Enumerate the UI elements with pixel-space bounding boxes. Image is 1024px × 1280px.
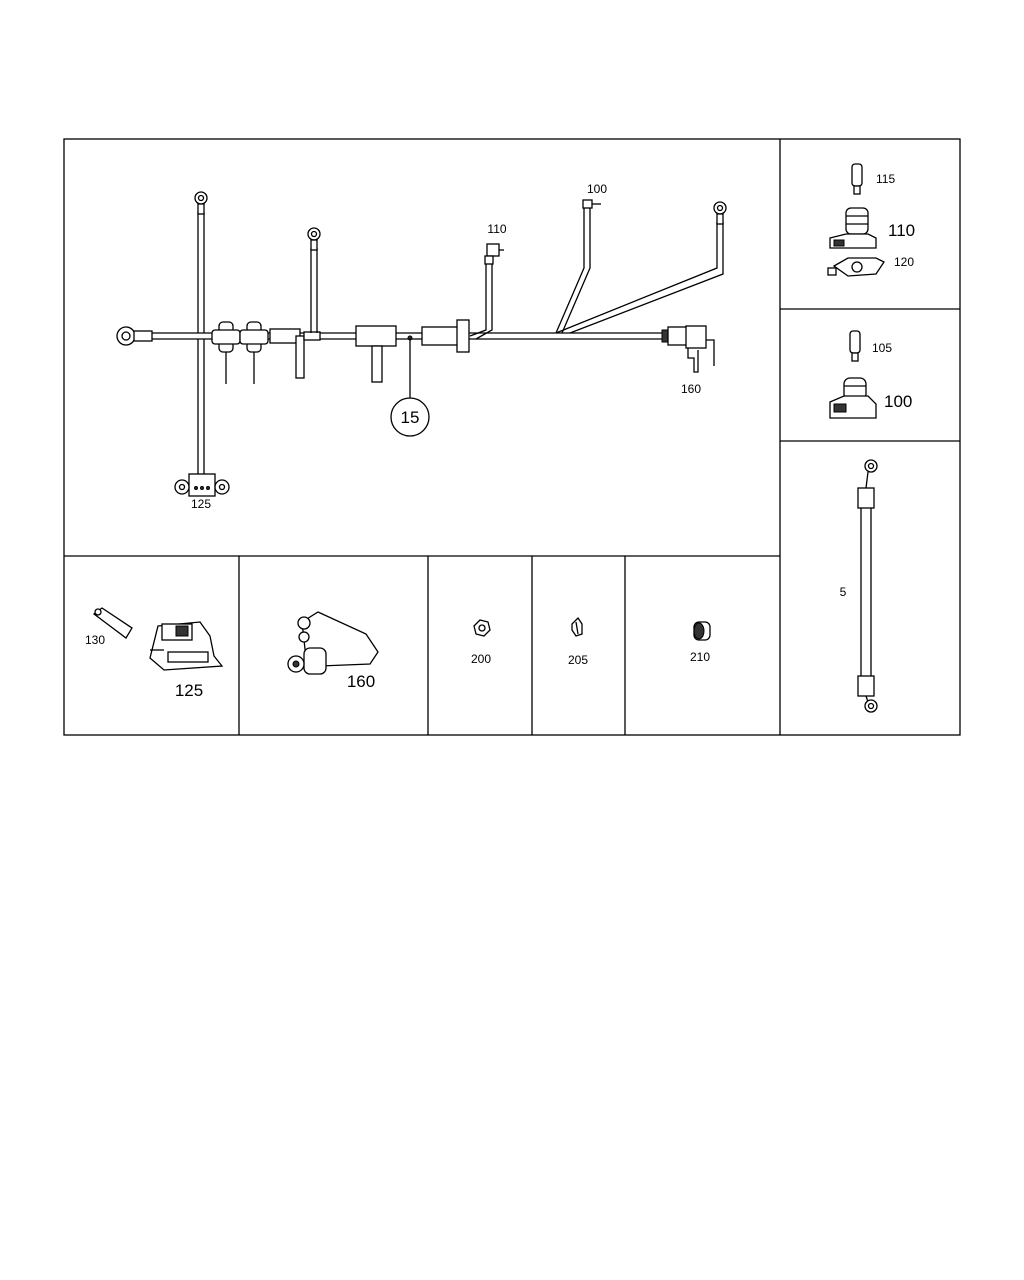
- part-205-clip: [571, 616, 583, 637]
- label-200: 200: [471, 652, 491, 666]
- label-main-160: 160: [681, 382, 701, 396]
- label-205: 205: [568, 653, 588, 667]
- label-main-125: 125: [191, 497, 211, 511]
- part-115-pin: [851, 163, 863, 195]
- label-160: 160: [347, 672, 375, 691]
- label-main-110: 110: [487, 222, 506, 236]
- part-125-connector: [149, 621, 224, 671]
- callout-15-label: 15: [401, 408, 420, 427]
- label-main-100: 100: [587, 182, 607, 196]
- label-100: 100: [884, 392, 912, 411]
- part-160-connector: [287, 611, 379, 675]
- part-105-pin: [849, 330, 861, 362]
- label-130: 130: [85, 633, 105, 647]
- part-100-sensor: [829, 377, 877, 419]
- wiring-harness: [116, 191, 727, 497]
- label-5: 5: [840, 585, 847, 599]
- label-210: 210: [690, 650, 710, 664]
- label-125: 125: [175, 681, 203, 700]
- label-110: 110: [888, 221, 915, 240]
- label-105: 105: [872, 341, 892, 355]
- panel-frames: [63, 138, 961, 736]
- part-110-sensor: [829, 207, 877, 249]
- part-120-bracket: [827, 257, 885, 277]
- part-5-cable: [857, 459, 878, 713]
- labels: 100 110 160 125 15 115 110 120 105 100 5…: [85, 172, 915, 700]
- label-115: 115: [876, 172, 895, 186]
- part-200-nut: [473, 619, 491, 637]
- label-120: 120: [894, 255, 914, 269]
- part-210-grommet: [693, 621, 711, 641]
- part-130-pin: [92, 607, 133, 639]
